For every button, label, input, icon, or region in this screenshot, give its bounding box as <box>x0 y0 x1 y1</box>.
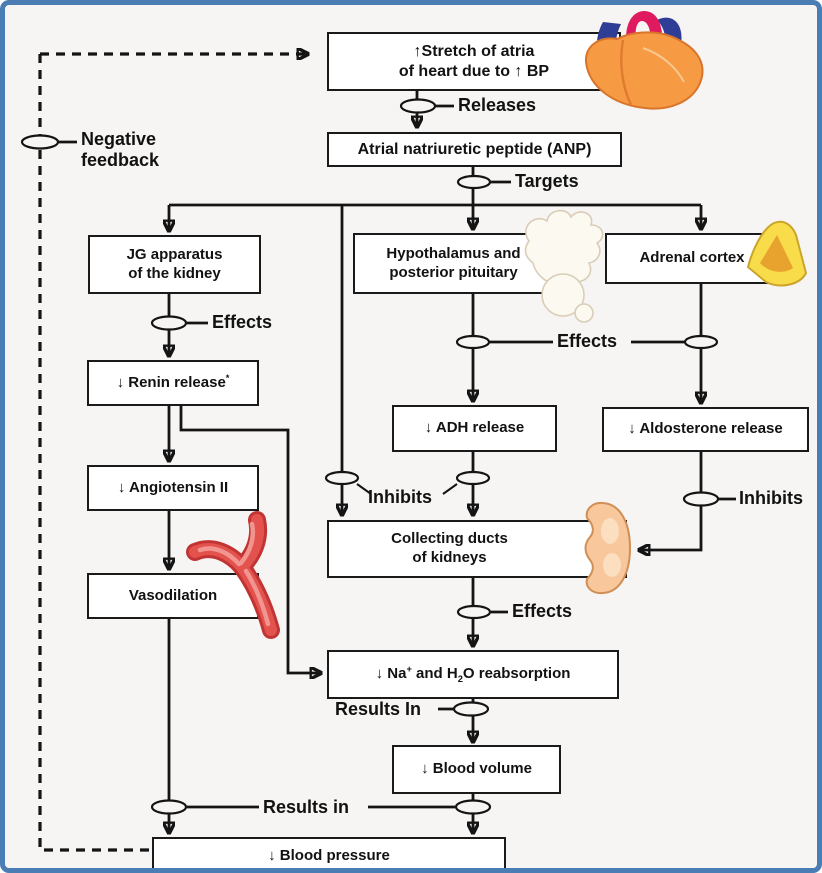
connector-oval-inhibits-mid <box>455 470 491 486</box>
arrow-renin-branch-to-na-reabsorption <box>179 402 321 673</box>
kidney-body <box>584 501 632 595</box>
node-aldosterone-release: ↓ Aldosterone release <box>602 407 809 452</box>
heart-highlight <box>642 47 685 83</box>
node-aldosterone-label: ↓ Aldosterone release <box>628 420 783 438</box>
connector-oval-inhibits-left <box>324 470 360 486</box>
connector-oval-effects-left <box>150 315 188 331</box>
label-results-in-1: Results In <box>335 699 422 719</box>
node-adh-label: ↓ ADH release <box>424 419 525 437</box>
label-effects-mid: Effects <box>557 331 618 351</box>
node-stretch-line2: of heart due to ↑ BP <box>398 62 550 80</box>
blood-vessel-icon <box>185 510 285 640</box>
label-negative-feedback: Negative feedback <box>81 129 159 171</box>
heart-icon <box>573 6 718 114</box>
label-negfb-line1: Negative <box>81 129 157 149</box>
node-ducts-line2: of kidneys <box>412 549 487 566</box>
connector-ovals <box>20 98 720 815</box>
vessel-branches <box>186 511 280 639</box>
heart-sulcus <box>620 39 633 106</box>
pituitary-lobe <box>574 303 594 323</box>
pituitary-gland-icon <box>505 207 609 325</box>
vessel-icon-svg <box>186 511 280 639</box>
line-inhibits-tail-left <box>356 483 372 495</box>
node-hypothalamus-line1: Hypothalamus and <box>386 244 521 262</box>
node-vasodilation-label: Vasodilation <box>128 586 218 604</box>
node-renin-release: ↓ Renin release* <box>87 360 259 406</box>
pituitary-body <box>541 273 585 317</box>
label-inhibits-mid: Inhibits <box>368 487 432 507</box>
renin-footnote-asterisk: * <box>225 373 230 384</box>
pituitary-hypothalamus <box>524 209 604 287</box>
na-superscript-plus: + <box>406 663 412 674</box>
node-hypothalamus: Hypothalamus and posterior pituitary <box>353 233 554 294</box>
node-stretch-line1: ↑Stretch of atria <box>413 42 535 60</box>
vessel-highlight-left <box>197 546 242 567</box>
node-stretch-of-atria: ↑Stretch of atria of heart due to ↑ BP <box>327 32 621 91</box>
node-adrenal-label: Adrenal cortex <box>639 249 745 267</box>
line-inhibits-tail-right <box>442 483 458 495</box>
adrenal-gland-icon <box>740 217 814 295</box>
adrenal-icon-svg <box>746 220 808 287</box>
node-blood-pressure-label: ↓ Blood pressure <box>268 846 390 864</box>
node-renin-label: ↓ Renin release* <box>117 373 230 393</box>
na-suffix: O reabsorption <box>462 664 571 682</box>
connector-oval-results-2-left <box>150 799 188 815</box>
na-mid: and H <box>411 664 458 682</box>
node-blood-volume: ↓ Blood volume <box>392 745 561 794</box>
na-prefix: ↓ Na <box>375 664 407 682</box>
label-effects-ducts: Effects <box>512 601 573 621</box>
vessel-highlight-bottom <box>243 568 271 627</box>
node-jg-line2: of the kidney <box>128 264 221 282</box>
flow-connectors <box>20 5 736 852</box>
kidney-highlight-top <box>601 518 619 544</box>
node-ducts-line1: Collecting ducts <box>391 530 508 548</box>
connector-oval-inhibits-right <box>682 491 720 507</box>
label-results-in-2: Results in <box>263 797 350 817</box>
pituitary-icon-svg <box>524 209 604 323</box>
flow-arrows <box>58 87 736 833</box>
heart-icon-svg <box>584 11 704 110</box>
node-jg-line1: JG apparatus <box>126 245 223 263</box>
node-anp-label: Atrial natriuretic peptide (ANP) <box>357 140 592 158</box>
arrow-aldosterone-to-kidney <box>639 448 703 550</box>
node-hypothalamus-line2: posterior pituitary <box>389 263 518 281</box>
node-na-h2o-reabsorption: ↓ Na+ and H2O reabsorption <box>327 650 619 699</box>
node-angiotensin-label: ↓ Angiotensin II <box>117 478 229 496</box>
label-effects-left: Effects <box>212 312 273 332</box>
connector-oval-effects-ducts <box>456 604 492 620</box>
h2o-subscript-2: 2 <box>457 673 463 684</box>
renin-text: ↓ Renin release <box>116 374 226 392</box>
node-angiotensin: ↓ Angiotensin II <box>87 465 259 511</box>
connector-oval-effects-right <box>683 334 719 350</box>
label-inhibits-right: Inhibits <box>739 488 803 508</box>
kidney-icon <box>569 499 635 597</box>
heart-body <box>584 31 704 110</box>
node-vasodilation: Vasodilation <box>87 573 259 619</box>
label-targets: Targets <box>515 171 579 191</box>
connector-oval-targets <box>456 174 492 190</box>
kidney-highlight-bottom <box>603 553 621 577</box>
negative-feedback-dashed-path <box>38 54 308 852</box>
connector-oval-results-2-right <box>454 799 492 815</box>
node-adh-release: ↓ ADH release <box>392 405 557 452</box>
node-adrenal-cortex: Adrenal cortex <box>605 233 779 284</box>
connector-oval-negative-feedback <box>20 134 60 150</box>
connector-oval-results-1 <box>452 701 490 717</box>
label-negfb-line2: feedback <box>81 150 160 170</box>
dashed-feedback-line <box>38 54 150 852</box>
vessel-highlight-top <box>238 521 256 566</box>
connector-oval-effects-mid <box>455 334 491 350</box>
adrenal-medulla-shape <box>760 235 793 272</box>
node-blood-volume-label: ↓ Blood volume <box>421 760 532 778</box>
node-collecting-ducts: Collecting ducts of kidneys <box>327 520 627 578</box>
node-jg-apparatus: JG apparatus of the kidney <box>88 235 261 294</box>
pituitary-shape <box>524 209 604 323</box>
kidney-icon-svg <box>584 501 632 595</box>
label-releases: Releases <box>458 95 537 115</box>
node-anp: Atrial natriuretic peptide (ANP) <box>327 132 622 167</box>
node-na-label: ↓ Na+ and H2O reabsorption <box>376 664 571 686</box>
connector-oval-releases <box>399 98 437 114</box>
node-blood-pressure: ↓ Blood pressure <box>152 837 506 868</box>
